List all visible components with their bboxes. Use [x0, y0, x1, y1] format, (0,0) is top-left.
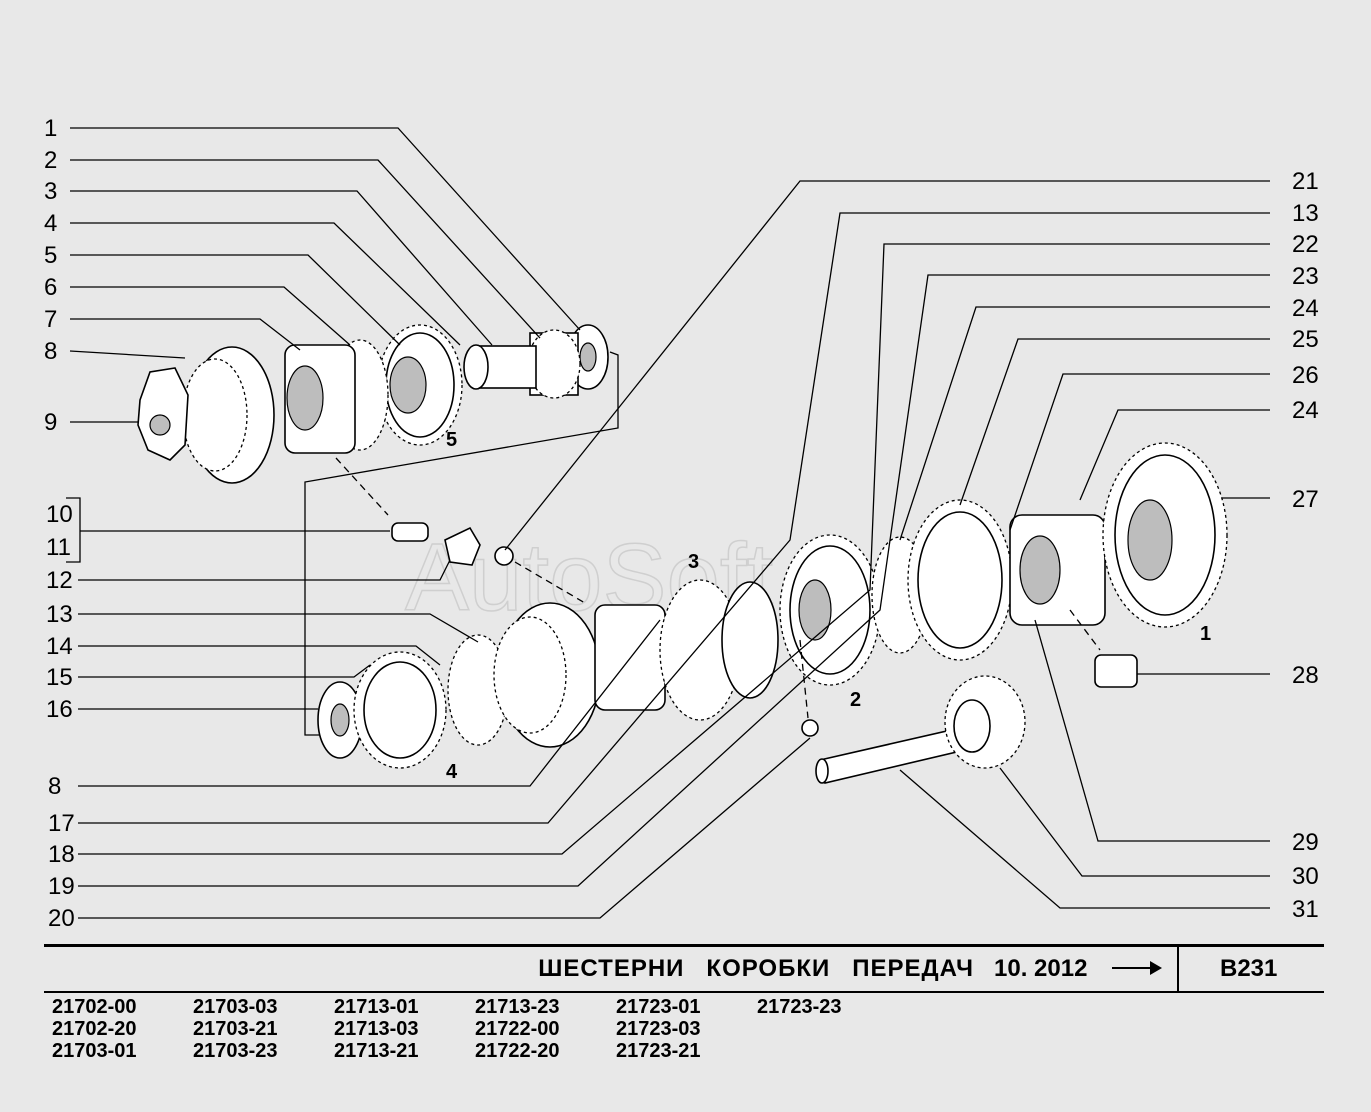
callout-left: 18: [48, 841, 75, 868]
callout-left: 11: [46, 534, 71, 561]
callout-right: 30: [1292, 863, 1319, 890]
callout-left: 20: [48, 905, 75, 932]
model-code: 21713-23: [475, 996, 560, 1018]
callout-left: 2: [44, 147, 57, 174]
middle-assembly: [317, 579, 779, 769]
callout-right: 21: [1292, 168, 1319, 195]
callout-left: 14: [46, 633, 73, 660]
model-code: 21723-01: [616, 996, 701, 1018]
gear-tag-5: 5: [446, 429, 457, 451]
right-assembly: [514, 442, 1228, 737]
callout-right: 27: [1292, 486, 1319, 513]
callout-right: 24: [1292, 397, 1319, 424]
callout-left: 9: [44, 409, 57, 436]
callout-right: 25: [1292, 326, 1319, 353]
callout-left: 17: [48, 810, 75, 837]
leaders-right: [504, 180, 1270, 909]
callout-left: 12: [46, 567, 73, 594]
title-word: ШЕСТЕРНИ: [538, 955, 685, 982]
gear-tags: 5 3 4 2 1: [446, 429, 1211, 783]
callout-left: 10: [46, 501, 73, 528]
callouts-right: 21 13 22 23 24 25 26 24 27 28 29 30 31: [1292, 168, 1319, 923]
upper-assembly: [137, 324, 609, 484]
title-word: ПЕРЕДАЧ: [852, 955, 974, 982]
section-code: B231: [1220, 955, 1278, 982]
callout-left: 16: [46, 696, 73, 723]
callout-right: 22: [1292, 231, 1319, 258]
title-word: КОРОБКИ: [706, 955, 831, 982]
gear-tag-2: 2: [850, 689, 861, 711]
callout-left: 1: [44, 115, 57, 142]
model-code: 21723-21: [616, 1040, 701, 1062]
detent-parts: [335, 457, 514, 566]
page-title: ШЕСТЕРНИ КОРОБКИ ПЕРЕДАЧ: [44, 955, 974, 983]
model-code: 21702-00: [52, 996, 137, 1018]
model-list: 21702-00 21702-20 21703-01 21703-03 2170…: [52, 996, 898, 1062]
callout-left: 3: [44, 178, 57, 205]
model-code: 21702-20: [52, 1018, 137, 1040]
callout-right: 28: [1292, 662, 1319, 689]
callout-right: 26: [1292, 362, 1319, 389]
model-code: 21723-03: [616, 1018, 701, 1040]
callout-left: 15: [46, 664, 73, 691]
callout-left: 13: [46, 601, 73, 628]
callout-right: 13: [1292, 200, 1319, 227]
title-row: ШЕСТЕРНИ КОРОБКИ ПЕРЕДАЧ 10. 2012 B231: [44, 944, 1324, 993]
model-code: 21713-03: [334, 1018, 419, 1040]
callout-left: 8: [44, 338, 57, 365]
leaders-left: [66, 127, 1270, 919]
callout-left: 7: [44, 306, 57, 333]
bracket-line: [304, 351, 619, 736]
gearbox-exploded-diagram: AutoSoft: [44, 115, 1319, 932]
callout-right: 24: [1292, 295, 1319, 322]
callout-left: 6: [44, 274, 57, 301]
gear-tag-4: 4: [446, 761, 458, 783]
model-code: 21713-01: [334, 996, 419, 1018]
callout-right: 29: [1292, 829, 1319, 856]
callouts-left: 1 2 3 4 5 6 7 8 9 10 11 12 13 14 15 16 8…: [44, 115, 75, 932]
callout-left: 4: [44, 210, 57, 237]
callout-left: 8: [48, 773, 61, 800]
model-code: 21722-00: [475, 1018, 560, 1040]
model-code: 21722-20: [475, 1040, 560, 1062]
model-code: 21703-01: [52, 1040, 137, 1062]
footer-block: ШЕСТЕРНИ КОРОБКИ ПЕРЕДАЧ 10. 2012 B231 217…: [44, 944, 1324, 1062]
callout-left: 19: [48, 873, 75, 900]
callout-left: 5: [44, 242, 57, 269]
callout-right: 31: [1292, 896, 1319, 923]
callout-right: 23: [1292, 263, 1319, 290]
reverse-idler: [815, 675, 1026, 784]
model-code: 21703-03: [193, 996, 278, 1018]
model-code: 21703-23: [193, 1040, 278, 1062]
date-label: 10. 2012: [994, 955, 1088, 982]
divider: [1177, 947, 1179, 991]
arrow-right-icon: [1112, 961, 1162, 975]
model-code: 21703-21: [193, 1018, 278, 1040]
gear-tag-3: 3: [688, 551, 699, 573]
model-code: 21713-21: [334, 1040, 419, 1062]
gear-tag-1: 1: [1200, 623, 1211, 645]
model-code: 21723-23: [757, 996, 842, 1018]
